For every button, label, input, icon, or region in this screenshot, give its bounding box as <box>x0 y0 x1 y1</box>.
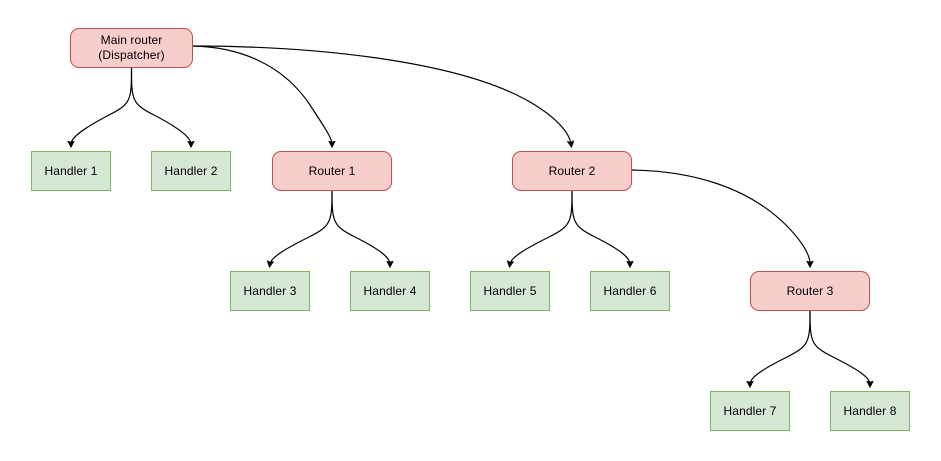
node-handler-3[interactable]: Handler 3 <box>230 271 310 311</box>
node-handler-3-label: Handler 3 <box>243 283 297 298</box>
node-handler-2-label: Handler 2 <box>164 163 218 178</box>
node-router-2[interactable]: Router 2 <box>512 151 632 191</box>
edge-router-3-to-handler-8 <box>809 310 870 384</box>
edge-router-3-to-handler-7 <box>750 310 811 384</box>
edge-router-2-to-handler-5 <box>510 190 573 264</box>
node-handler-8-label: Handler 8 <box>843 403 897 418</box>
node-handler-7-label: Handler 7 <box>723 403 777 418</box>
node-handler-5-label: Handler 5 <box>483 283 537 298</box>
node-handler-6[interactable]: Handler 6 <box>590 271 670 311</box>
node-main-router[interactable]: Main router (Dispatcher) <box>70 28 193 68</box>
edge-main-to-router-1 <box>192 45 332 144</box>
edge-router-2-to-router-3 <box>631 169 810 264</box>
node-handler-7[interactable]: Handler 7 <box>710 391 790 431</box>
node-handler-1[interactable]: Handler 1 <box>31 151 111 191</box>
node-router-3[interactable]: Router 3 <box>750 271 870 311</box>
edge-main-to-router-2 <box>192 45 571 144</box>
node-handler-6-label: Handler 6 <box>603 283 657 298</box>
node-router-1[interactable]: Router 1 <box>272 151 392 191</box>
edge-main-to-handler-2 <box>130 67 192 144</box>
edge-router-2-to-handler-6 <box>571 190 630 264</box>
node-handler-4-label: Handler 4 <box>363 283 417 298</box>
node-router-1-label: Router 1 <box>308 163 356 178</box>
node-handler-2[interactable]: Handler 2 <box>151 151 231 191</box>
edge-router-1-to-handler-4 <box>331 190 390 264</box>
node-handler-1-label: Handler 1 <box>44 163 98 178</box>
node-router-3-label: Router 3 <box>786 283 834 298</box>
edge-router-1-to-handler-3 <box>270 190 333 264</box>
node-handler-8[interactable]: Handler 8 <box>830 391 910 431</box>
edge-main-to-handler-1 <box>71 67 133 144</box>
node-router-2-label: Router 2 <box>548 163 596 178</box>
node-main-router-label: Main router (Dispatcher) <box>98 33 165 62</box>
node-handler-5[interactable]: Handler 5 <box>470 271 550 311</box>
node-handler-4[interactable]: Handler 4 <box>350 271 430 311</box>
